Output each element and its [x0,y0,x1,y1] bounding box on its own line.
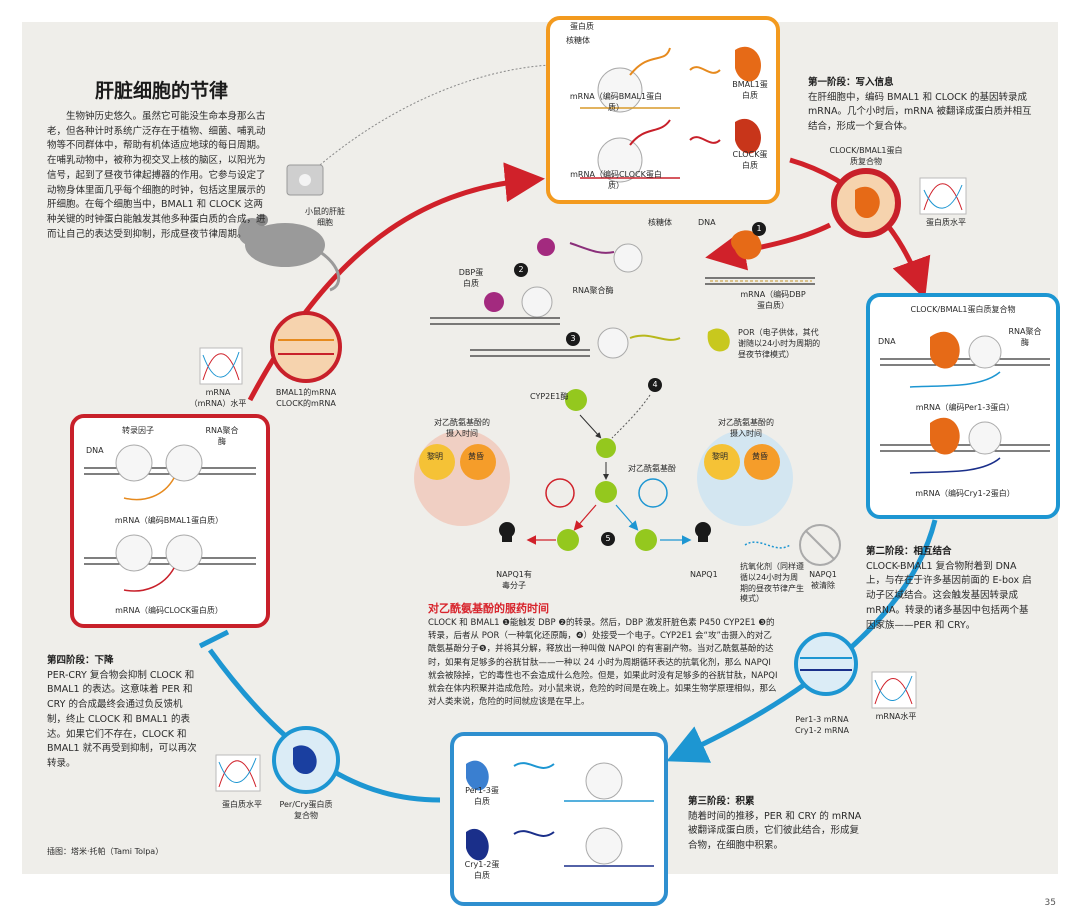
left-circle-label: BMAL1的mRNA CLOCK的mRNA [275,388,337,408]
page-title: 肝脏细胞的节律 [95,80,229,102]
ribosome-label: 核糖体 [566,36,590,45]
stage2-text: 第二阶段：相互结合 CLOCK-BMAL1 复合物附着到 DNA 上，与存在于许… [866,545,1034,633]
stage2-title: 第二阶段：相互结合 [866,546,952,557]
binding-mrna-cry: mRNA（编码Cry1-2蛋白） [915,489,1015,498]
binding-mrna-per: mRNA（编码Per1-3蛋白） [915,403,1015,412]
transcription-box: 转录因子 RNA聚合酶 DNA mRNA（编码BMAL1蛋白质） mRNA（编码… [70,414,270,628]
step-5: 5 [601,532,615,546]
left-dna-label: DNA [86,446,104,455]
napqi-cleared-label: NAPQ1被清除 [809,570,837,590]
mouse-illustration [238,164,341,292]
blue-mrna-circle [794,632,858,696]
dose-right-label: 对乙酰氨基酚的摄入时间 [718,418,774,438]
dusk-right: 黄昏 [752,452,768,461]
mrna-clock-label: mRNA（编码CLOCK蛋白质） [570,170,662,190]
complex-label: CLOCK/BMAL1蛋白质复合物 [829,146,903,166]
accumulation-graphics [466,760,654,867]
bmal1-label: BMAL1蛋白质 [732,80,768,100]
stage3-text: 第三阶段：积累 随着时间的推移，PER 和 CRY 的 mRNA 被翻译成蛋白质… [688,795,868,854]
center-pathway [414,230,841,566]
center-ribosome: 核糖体 [648,218,672,227]
left-mrna2-label: mRNA（编码CLOCK蛋白质） [115,606,223,615]
stage4-text: 第四阶段：下降 PER-CRY 复合物会抑制 CLOCK 和 BMAL1 的表达… [47,654,197,772]
left-rnapol-label: RNA聚合酶 [205,426,239,446]
center-mrna-dbp: mRNA（编码DBP蛋白质） [740,290,806,310]
blue-mrna-label: Per1-3 mRNA Cry1-2 mRNA [794,715,850,735]
per-cry-label: Per/Cry蛋白质复合物 [279,800,333,820]
dusk-left: 黄昏 [468,452,484,461]
napqi-label: NAPQ1 [690,570,718,579]
inhibit-bar [198,629,230,649]
antioxidant-label: 抗氧化剂（同样遵循以24小时为周期的昼夜节律产生模式） [740,562,804,604]
per-label: Per1-3蛋白质 [465,786,499,806]
dawn-left: 黎明 [427,452,443,461]
clock-label: CLOCK蛋白质 [732,150,768,170]
left-mrna1-label: mRNA（编码BMAL1蛋白质） [114,516,224,525]
mrna-level-label: mRNA水平 [875,712,917,721]
step-4: 4 [648,378,662,392]
stage1-title: 第一阶段：写入信息 [808,77,894,88]
translation-graphics [580,46,761,183]
timing-section: 对乙酰氨基酚的服药时间 CLOCK 和 BMAL1 ❶能触发 DBP ❷的转录。… [428,600,778,709]
center-cyp: CYP2E1酶 [530,392,569,401]
stage3-title: 第三阶段：积累 [688,796,755,807]
center-dna: DNA [698,218,716,227]
graph-mrna-right [871,671,917,709]
binding-rnapol: RNA聚合酶 [1008,327,1042,347]
center-dbp: DBP蛋白质 [458,268,484,288]
left-mrna-level-label: mRNA（mRNA）水平 [189,388,247,408]
graph-protein-top [919,177,967,215]
stage1-text: 第一阶段：写入信息 在肝细胞中，编码 BMAL1 和 CLOCK 的基因转录成 … [808,76,1038,135]
center-por: POR（电子供体，其代谢随以24小时为周期的昼夜节律模式） [738,328,821,359]
step-3: 3 [566,332,580,346]
stage4-title: 第四阶段：下降 [47,655,114,666]
transcription-graphics [84,444,256,592]
mrna-bmal1-label: mRNA（编码BMAL1蛋白质） [569,92,663,112]
stage1-body: 在肝细胞中，编码 BMAL1 和 CLOCK 的基因转录成 mRNA。几个小时后… [808,91,1032,133]
binding-dna: DNA [878,337,896,346]
step-2: 2 [514,263,528,277]
binding-title: CLOCK/BMAL1蛋白质复合物 [910,305,1016,314]
timing-title: 对乙酰氨基酚的服药时间 [428,602,549,615]
dawn-right: 黎明 [712,452,728,461]
page-number: 35 [1044,898,1056,908]
stage3-body: 随着时间的推移，PER 和 CRY 的 mRNA 被翻译成蛋白质，它们彼此结合，… [688,810,862,852]
stage2-body: CLOCK-BMAL1 复合物附着到 DNA 上，与存在于许多基因前面的 E-b… [866,560,1032,631]
graph-protein-bottom [215,754,261,792]
dose-left-label: 对乙酰氨基酚的摄入时间 [434,418,490,438]
center-paracetamol: 对乙酰氨基酚 [628,464,676,473]
cry-label: Cry1-2蛋白质 [464,860,500,880]
tf-label: 转录因子 [122,426,154,435]
credit: 插图：塔米·托帕（Tami Tolpa） [47,847,164,856]
stage1-level-label: 蛋白质水平 [926,218,966,227]
protein-label: 蛋白质 [570,22,594,31]
cycle-arrow-red-complex [705,222,832,271]
napqi-toxic-label: NAPQ1有毒分子 [496,570,532,590]
binding-box: CLOCK/BMAL1蛋白质复合物 DNA RNA聚合酶 mRNA（编码Per1… [866,293,1060,519]
translation-box: 蛋白质 核糖体 mRNA（编码BMAL1蛋白质） mRNA（编码CLOCK蛋白质… [546,16,780,204]
mouse-label: 小鼠的肝脏细胞 [305,207,345,227]
timing-body: CLOCK 和 BMAL1 ❶能触发 DBP ❷的转录。然后，DBP 激发肝脏色… [428,618,778,708]
graph-mrna-left [199,347,243,385]
binding-graphics [880,331,1050,474]
mrna-circle [270,311,342,383]
mouse-connector [304,64,551,179]
intro-text: 生物钟历史悠久。虽然它可能没生命本身那么古老，但各种计时系统广泛存在于植物、细菌… [47,111,266,240]
accumulation-box: Per1-3蛋白质 Cry1-2蛋白质 [450,732,668,906]
stage4-level-label: 蛋白质水平 [222,800,262,809]
center-rnapol: RNA聚合酶 [572,286,614,295]
step-1: 1 [752,222,766,236]
stage4-body: PER-CRY 复合物会抑制 CLOCK 和 BMAL1 的表达。这意味着 PE… [47,669,197,770]
